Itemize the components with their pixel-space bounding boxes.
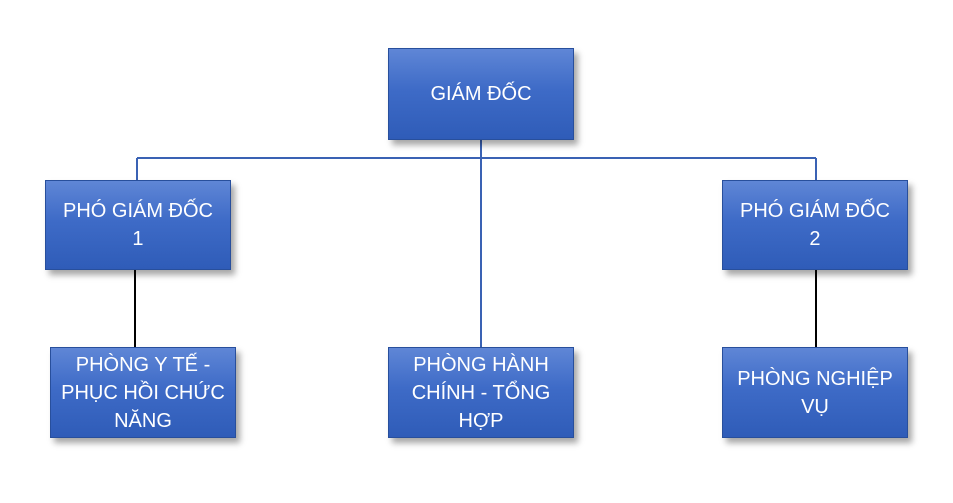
node-operations-dept-label: PHÒNG NGHIỆP VỤ bbox=[737, 367, 893, 418]
node-deputy-director-2-label: PHÓ GIÁM ĐỐC 2 bbox=[739, 200, 890, 250]
node-deputy-director-2: PHÓ GIÁM ĐỐC 2 bbox=[722, 180, 908, 270]
node-deputy-director-1: PHÓ GIÁM ĐỐC 1 bbox=[45, 180, 231, 270]
node-admin-general-dept: PHÒNG HÀNH CHÍNH - TỔNG HỢP bbox=[388, 347, 574, 438]
node-operations-dept: PHÒNG NGHIỆP VỤ bbox=[722, 347, 908, 438]
node-deputy-director-1-label: PHÓ GIÁM ĐỐC 1 bbox=[62, 200, 213, 250]
node-admin-general-dept-label: PHÒNG HÀNH CHÍNH - TỔNG HỢP bbox=[411, 353, 551, 432]
node-director: GIÁM ĐỐC bbox=[388, 48, 574, 140]
node-medical-rehab-dept-label: PHÒNG Y TẾ - PHỤC HỒI CHỨC NĂNG bbox=[61, 353, 225, 432]
node-director-label: GIÁM ĐỐC bbox=[430, 83, 532, 105]
node-medical-rehab-dept: PHÒNG Y TẾ - PHỤC HỒI CHỨC NĂNG bbox=[50, 347, 236, 438]
